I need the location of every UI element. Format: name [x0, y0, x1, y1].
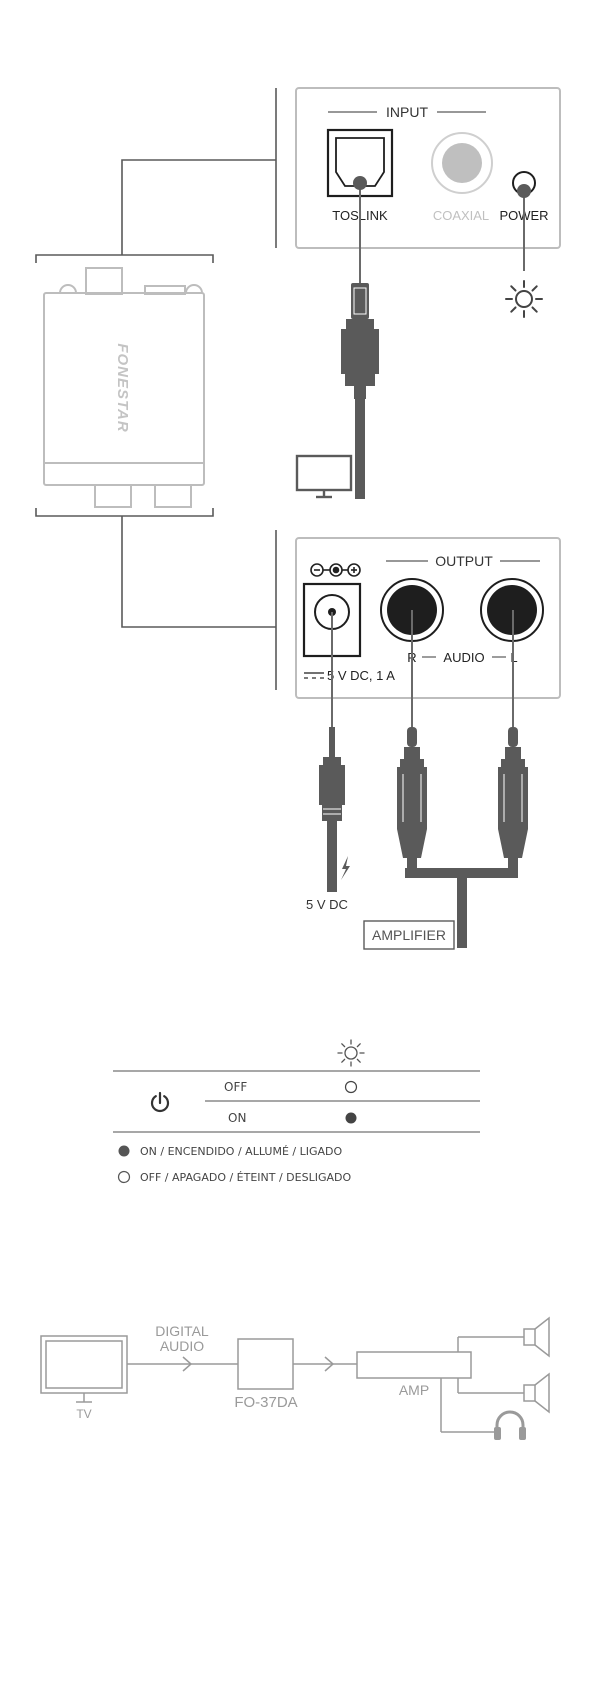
- legend-on-dot: [119, 1146, 130, 1157]
- tv-monitor-icon: [297, 456, 351, 497]
- input-panel: INPUT TOSLINK COAXIAL POWER: [296, 88, 560, 248]
- signal-flow: [41, 1318, 549, 1432]
- led-on-icon: [506, 281, 542, 317]
- flow-digital-audio-2: AUDIO: [160, 1338, 204, 1354]
- legend-off-text: OFF / APAGADO / ÉTEINT / DESLIGADO: [140, 1171, 351, 1184]
- led-row-off-label: OFF: [224, 1080, 247, 1094]
- flow-device-label: FO-37DA: [234, 1394, 297, 1411]
- flow-tv-label: TV: [76, 1407, 91, 1421]
- legend-on-text: ON / ENCENDIDO / ALLUMÉ / LIGADO: [140, 1145, 342, 1158]
- bracket-bottom: [36, 508, 276, 690]
- flow-amp-label: AMP: [399, 1382, 429, 1398]
- bracket-top: [36, 88, 276, 263]
- led-on-indicator: [346, 1113, 357, 1124]
- lightning-icon: [341, 856, 350, 880]
- led-status-icon: [338, 1040, 364, 1066]
- coaxial-port[interactable]: [432, 133, 492, 193]
- output-panel: OUTPUT R AUDIO: [296, 538, 560, 698]
- input-title: INPUT: [386, 104, 428, 120]
- led-row-on-label: ON: [228, 1111, 246, 1125]
- brand-logo: FONESTAR: [114, 343, 131, 432]
- coaxial-label: COAXIAL: [433, 208, 489, 223]
- output-title: OUTPUT: [435, 553, 493, 569]
- headphones-icon: [494, 1412, 526, 1440]
- amplifier-label: AMPLIFIER: [372, 927, 446, 943]
- dc-cable-label: 5 V DC: [306, 897, 348, 912]
- flow-digital-audio-1: DIGITAL: [155, 1323, 209, 1339]
- power-button-icon: [152, 1093, 168, 1111]
- led-off-indicator: [346, 1082, 357, 1093]
- audio-label: AUDIO: [443, 650, 484, 665]
- legend-off-dot: [119, 1172, 130, 1183]
- power-spec-label: 5 V DC, 1 A: [327, 668, 395, 683]
